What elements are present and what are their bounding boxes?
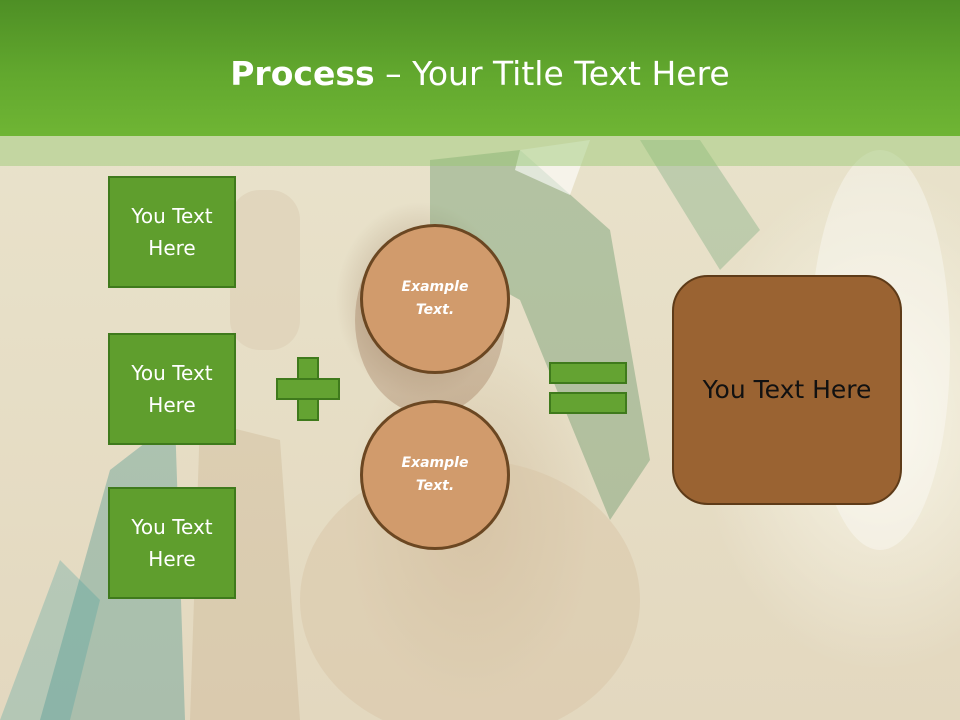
text-box-1[interactable]: You Text Here bbox=[108, 176, 236, 288]
example-circle-1-label: Example Text. bbox=[401, 279, 469, 318]
equals-bar-top bbox=[549, 362, 627, 384]
text-box-1-label: You Text Here bbox=[131, 204, 213, 260]
example-circle-2-label: Example Text. bbox=[401, 455, 469, 494]
text-box-2-label: You Text Here bbox=[131, 361, 213, 417]
slide-title: Process – Your Title Text Here bbox=[0, 52, 960, 96]
result-box-label: You Text Here bbox=[702, 375, 872, 404]
title-rest-part: – Your Title Text Here bbox=[374, 54, 730, 93]
title-bar: Process – Your Title Text Here bbox=[0, 0, 960, 136]
text-box-2[interactable]: You Text Here bbox=[108, 333, 236, 445]
plus-icon bbox=[276, 357, 340, 421]
title-bold-part: Process bbox=[230, 54, 375, 93]
text-box-3-label: You Text Here bbox=[131, 515, 213, 571]
result-box[interactable]: You Text Here bbox=[672, 275, 902, 505]
example-circle-2[interactable]: Example Text. bbox=[360, 400, 510, 550]
example-circle-1[interactable]: Example Text. bbox=[360, 224, 510, 374]
equals-bar-bottom bbox=[549, 392, 627, 414]
title-bar-shadow-strip bbox=[0, 136, 960, 166]
text-box-3[interactable]: You Text Here bbox=[108, 487, 236, 599]
